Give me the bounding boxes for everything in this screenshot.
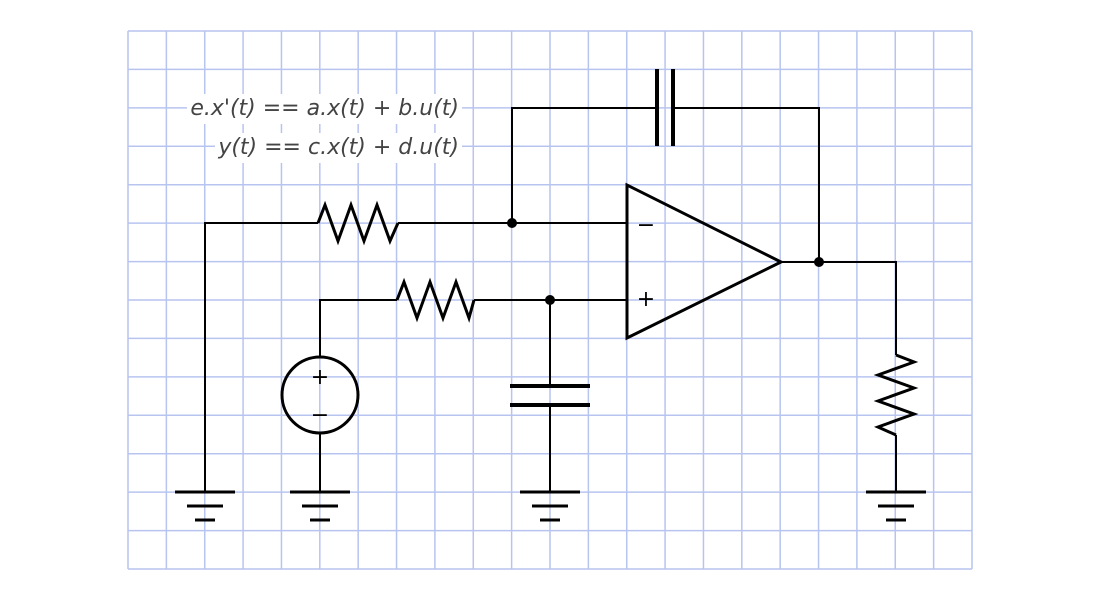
wire-source [319, 299, 397, 357]
resistor-input [316, 200, 400, 246]
wire-left-ground [204, 222, 318, 492]
opamp-plus-label: + [637, 287, 655, 312]
wires [204, 69, 919, 492]
node-output [814, 257, 824, 267]
source-plus-label: + [311, 365, 329, 390]
ground-icon [520, 490, 580, 522]
voltage-source [280, 355, 360, 435]
node-plus [545, 295, 555, 305]
state-equation: e.x'(t) == a.x(t) + b.u(t) [187, 94, 462, 124]
ground-icon [175, 490, 235, 522]
source-minus-label: − [311, 403, 329, 428]
opamp-minus-label: − [637, 213, 655, 238]
ground-icon [866, 490, 926, 522]
output-equation: y(t) == c.x(t) + d.u(t) [215, 133, 462, 163]
resistor-plus [395, 277, 476, 323]
wire-output [781, 261, 897, 355]
wire-feedback [511, 107, 657, 223]
resistor-load [873, 353, 919, 437]
ground-icon [290, 490, 350, 522]
opamp [625, 182, 785, 341]
wire-feedback-right [673, 107, 820, 262]
node-minus [507, 218, 517, 228]
